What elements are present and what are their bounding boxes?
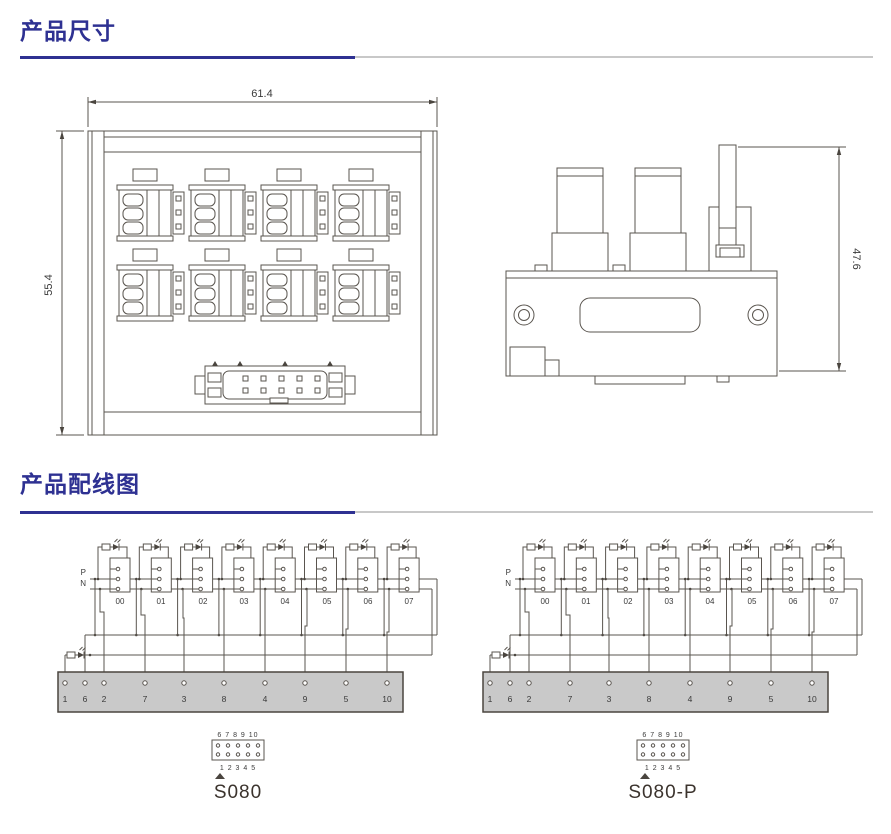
pn-bus: P N: [80, 568, 438, 655]
terminal-number: 8: [222, 694, 227, 704]
height-dimension: 55.4: [43, 130, 84, 436]
routing-wires: [489, 589, 862, 683]
channel-label: 03: [665, 597, 674, 606]
side-height-dimension: 47.6: [738, 146, 862, 372]
model-label-s080: S080: [214, 782, 262, 803]
terminal-number: 9: [303, 694, 308, 704]
connector-pins-top: 6 7 8 9 10: [642, 732, 683, 739]
connector-pins-bottom: 1 2 3 4 5: [645, 765, 681, 772]
channel-units: 00 01 02 03 04 05 06 07: [93, 538, 420, 637]
terminal-number: 5: [344, 694, 349, 704]
channel-label: 00: [541, 597, 550, 606]
ejector-lever: [708, 144, 752, 272]
terminal-number: 5: [769, 694, 774, 704]
channel-label: 02: [624, 597, 633, 606]
channel-label: 00: [116, 597, 125, 606]
channel-label: 06: [789, 597, 798, 606]
terminal-number: 7: [143, 694, 148, 704]
terminal-number: 10: [382, 694, 392, 704]
connector-pinout: 6 7 8 9 10 1 2 3 4 5: [211, 732, 265, 779]
pn-bus: P N: [505, 568, 863, 655]
section-title-dimensions: 产品尺寸: [20, 18, 116, 44]
pin1-marker: [215, 773, 225, 779]
channel-label: 05: [323, 597, 332, 606]
front-view-drawing: 61.4 55.4: [43, 88, 438, 436]
relay-towers: [551, 167, 687, 272]
terminal-number: 7: [568, 694, 573, 704]
channel-label: 01: [157, 597, 166, 606]
terminal-strip: 1 6 2 7 3 8 4 9 5 10: [57, 671, 404, 713]
n-label: N: [80, 579, 86, 588]
channel-label: 06: [364, 597, 373, 606]
channel-label: 02: [199, 597, 208, 606]
terminal-number: 2: [102, 694, 107, 704]
pin1-marker: [640, 773, 650, 779]
p-label: P: [81, 568, 86, 577]
height-dim-label: 55.4: [43, 274, 55, 295]
terminal-number: 1: [488, 694, 493, 704]
terminal-number: 6: [83, 694, 88, 704]
section-title-wiring: 产品配线图: [20, 471, 140, 497]
terminal-number: 6: [508, 694, 513, 704]
connector-pins-top: 6 7 8 9 10: [217, 732, 258, 739]
terminal-number: 9: [728, 694, 733, 704]
routing-wires: [64, 589, 437, 683]
terminal-number: 10: [807, 694, 817, 704]
channel-label: 07: [405, 597, 414, 606]
label-slot: [579, 297, 701, 333]
din-rail-guide: [594, 375, 686, 385]
side-body: [505, 264, 778, 385]
width-dimension: 61.4: [87, 88, 438, 127]
connector-pinout: 6 7 8 9 10 1 2 3 4 5: [636, 732, 690, 779]
terminal-number: 1: [63, 694, 68, 704]
section-rule: [20, 55, 873, 59]
section-rule-2: [20, 510, 873, 514]
terminal-number: 4: [263, 694, 268, 704]
terminal-number: 3: [182, 694, 187, 704]
channel-label: 04: [281, 597, 290, 606]
p-label: P: [506, 568, 511, 577]
rule-accent: [20, 55, 355, 59]
wiring-diagram-s080: P N 00 01 02 03 04 05 06 07: [57, 538, 438, 803]
terminal-strip: 1 6 2 7 3 8 4 9 5 10: [482, 671, 829, 713]
terminal-number: 2: [527, 694, 532, 704]
width-dim-label: 61.4: [251, 88, 272, 100]
n-label: N: [505, 579, 511, 588]
connector-pins-bottom: 1 2 3 4 5: [220, 765, 256, 772]
channel-label: 07: [830, 597, 839, 606]
idc-connector: [194, 361, 356, 405]
rule-accent-2: [20, 510, 355, 514]
channel-label: 04: [706, 597, 715, 606]
model-label-s080p: S080-P: [628, 782, 697, 803]
side-view-drawing: 47.6: [505, 144, 862, 385]
channel-label: 05: [748, 597, 757, 606]
rule-gray: [355, 56, 873, 58]
side-height-dim-label: 47.6: [850, 248, 862, 269]
wiring-diagram-s080p: P N 00 01 02 03 04 05 06 07: [482, 538, 863, 803]
channel-label: 01: [582, 597, 591, 606]
rule-gray-2: [355, 511, 873, 513]
channel-label: 03: [240, 597, 249, 606]
terminal-number: 4: [688, 694, 693, 704]
terminal-number: 3: [607, 694, 612, 704]
channel-units: 00 01 02 03 04 05 06 07: [518, 538, 845, 637]
terminal-number: 8: [647, 694, 652, 704]
